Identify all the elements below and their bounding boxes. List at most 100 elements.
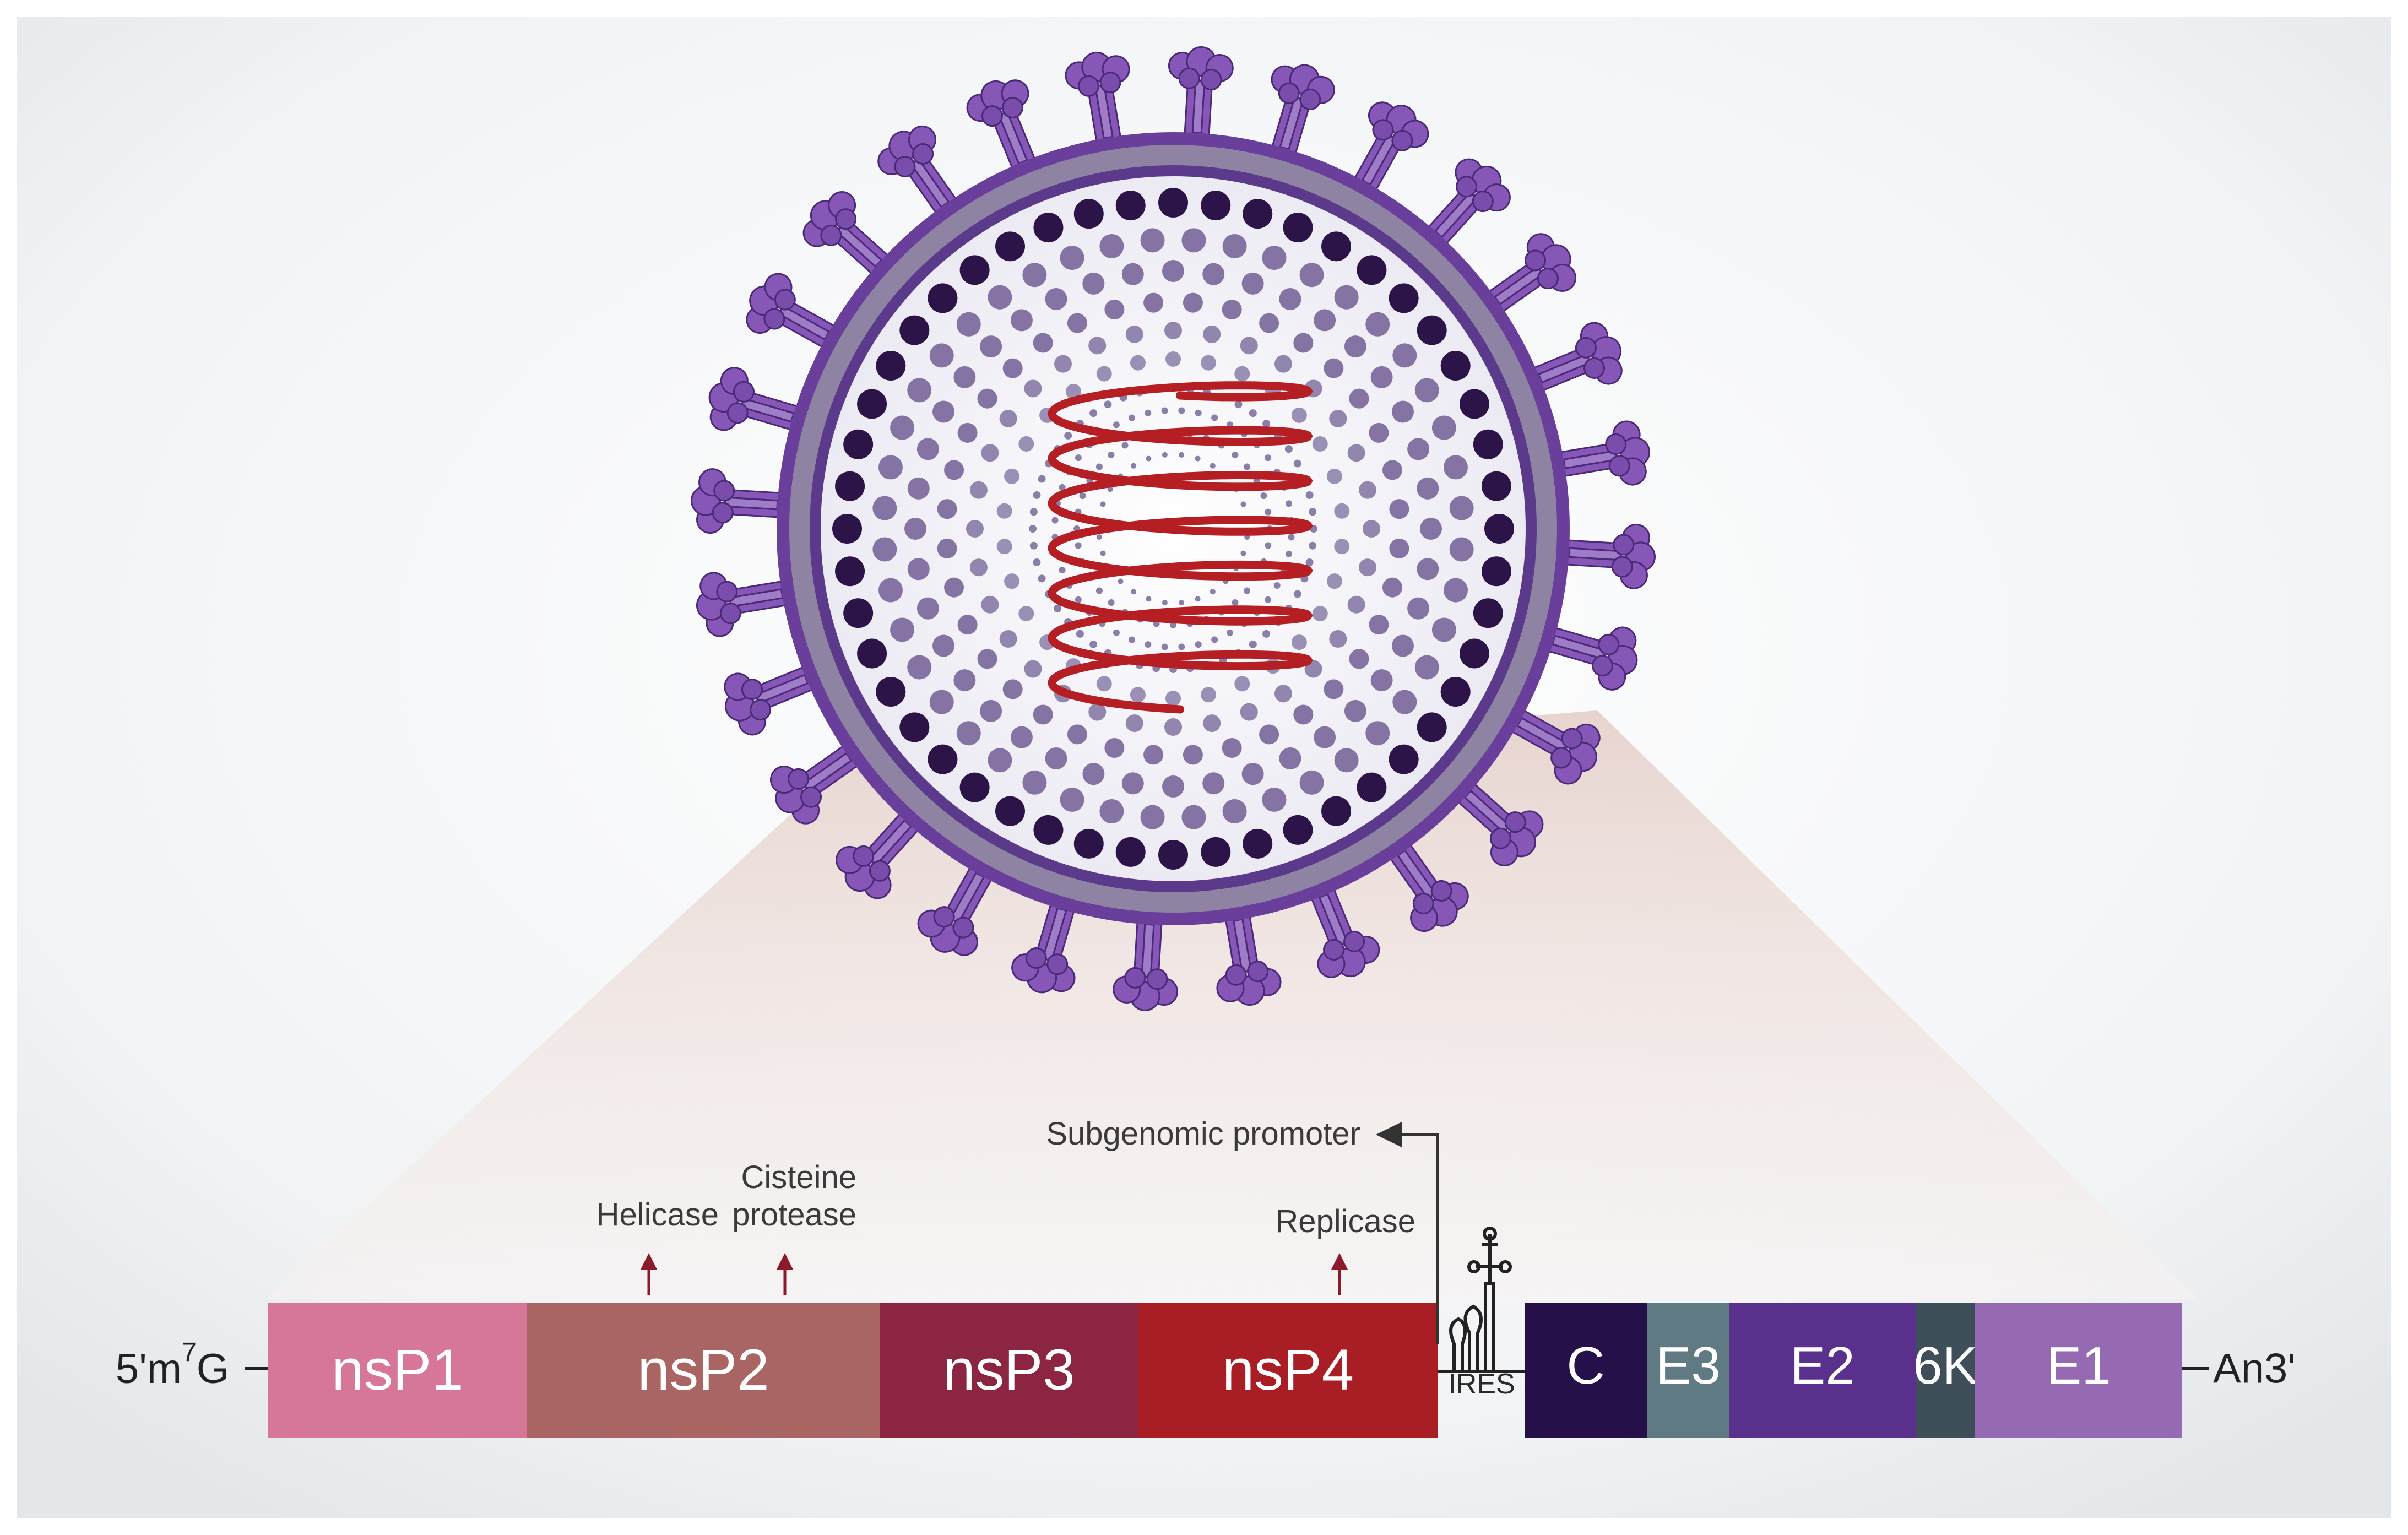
capsid-subunit: [1022, 770, 1047, 795]
segment-label-e2: E2: [1790, 1336, 1854, 1395]
capsid-subunit: [1347, 444, 1365, 462]
capsid-subunit: [1293, 459, 1301, 468]
capsid-subunit: [1262, 787, 1287, 812]
capsid-subunit: [1201, 837, 1231, 867]
capsid-subunit: [996, 503, 1012, 519]
capsid-subunit: [1309, 508, 1317, 516]
capsid-subunit: [1024, 660, 1042, 678]
capsid-subunit: [1286, 500, 1293, 507]
capsid-subunit: [1045, 747, 1067, 769]
three-prime-tail-label: An3': [2213, 1346, 2296, 1392]
capsid-subunit: [1244, 463, 1251, 470]
capsid-subunit: [1164, 322, 1182, 339]
capsid-subunit: [1293, 704, 1314, 725]
capsid-subunit: [1262, 246, 1287, 270]
spike: [917, 858, 997, 956]
capsid-subunit: [1179, 600, 1185, 606]
capsid-subunit: [1130, 355, 1146, 371]
capsid-subunit: [1140, 228, 1165, 253]
capsid-subunit: [835, 556, 865, 587]
capsid-subunit: [1162, 452, 1168, 458]
capsid-subunit: [907, 655, 932, 680]
capsid-subunit: [1145, 409, 1152, 416]
capsid-subunit: [1054, 355, 1072, 373]
capsid-subunit: [1115, 191, 1146, 221]
capsid-subunit: [1391, 400, 1414, 423]
capsid-subunit: [1365, 721, 1390, 746]
capsid-subunit: [1240, 703, 1258, 721]
capsid-subunit: [1088, 337, 1107, 355]
capsid-subunit: [1203, 325, 1221, 343]
capsid-subunit: [1431, 415, 1456, 440]
capsid-subunit: [1312, 436, 1328, 452]
capsid-subunit: [1291, 634, 1307, 650]
segment-nsp4: [1138, 1303, 1438, 1438]
segment-nsp3: [880, 1303, 1138, 1438]
capsid-subunit: [1146, 455, 1152, 462]
capsid-subunit: [907, 378, 932, 403]
capsid-subunit: [1067, 313, 1087, 333]
five-prime-cap-label: 5'm7G: [116, 1338, 229, 1392]
capsid-subunit: [1444, 455, 1468, 480]
capsid-subunit: [1095, 463, 1103, 470]
spike: [1480, 233, 1577, 318]
capsid-subunit: [937, 499, 957, 519]
capsid-subunit: [1329, 630, 1347, 648]
capsid-subunit: [1104, 737, 1125, 758]
capsid-subunit: [1195, 596, 1201, 602]
capsid-subunit: [932, 400, 955, 423]
capsid-subunit: [843, 598, 874, 628]
protease-label-line1: Cisteine: [741, 1159, 856, 1195]
capsid-subunit: [1414, 378, 1439, 403]
capsid-subunit: [1484, 514, 1514, 544]
capsid-subunit: [1414, 655, 1439, 680]
capsid-subunit: [1326, 573, 1342, 589]
capsid-subunit: [1100, 550, 1106, 556]
capsid-subunit: [1321, 231, 1351, 262]
capsid-subunit: [1201, 191, 1231, 221]
capsid-subunit: [1440, 351, 1471, 381]
capsid-subunit: [1389, 744, 1419, 774]
virus-particle: [691, 46, 1656, 1011]
spike: [1349, 101, 1429, 199]
capsid-subunit: [1299, 263, 1324, 288]
segment-label-e3: E3: [1656, 1336, 1720, 1395]
spike: [724, 663, 822, 736]
capsid-subunit: [1203, 714, 1221, 733]
capsid-subunit: [1321, 796, 1351, 826]
capsid-subunit: [1033, 491, 1041, 499]
capsid-subunit: [1010, 309, 1033, 332]
capsid-subunit: [1089, 640, 1098, 648]
spike: [708, 367, 808, 433]
capsid-subunit: [1121, 442, 1129, 449]
capsid-subunit: [1459, 389, 1489, 419]
capsid-subunit: [1161, 643, 1168, 650]
capsid-subunit: [929, 690, 954, 714]
capsid-subunit: [932, 634, 955, 657]
capsid-subunit: [1431, 617, 1456, 642]
capsid-subunit: [1262, 630, 1271, 638]
segment-nsp1: [268, 1303, 527, 1438]
capsid-subunit: [1073, 199, 1104, 229]
capsid-subunit: [1369, 422, 1389, 443]
capsid-subunit: [1265, 596, 1272, 603]
capsid-subunit: [1234, 400, 1243, 409]
capsid-subunit: [1143, 745, 1164, 765]
capsid-subunit: [928, 283, 958, 313]
capsid-subunit: [1140, 805, 1165, 829]
capsid-subunit: [1417, 315, 1447, 345]
capsid-subunit: [1473, 429, 1503, 459]
capsid-subunit: [907, 477, 930, 500]
spike: [1421, 158, 1511, 252]
capsid-subunit: [1099, 799, 1124, 824]
capsid-subunit: [1131, 463, 1137, 469]
protease-label-line2: protease: [732, 1197, 856, 1233]
capsid-subunit: [1195, 641, 1202, 648]
capsid-subunit: [1241, 272, 1264, 295]
capsid-subunit: [957, 422, 978, 443]
capsid-subunit: [1481, 556, 1511, 587]
capsid-subunit: [1305, 491, 1314, 499]
capsid-subunit: [1288, 534, 1295, 541]
spike: [1450, 777, 1544, 866]
